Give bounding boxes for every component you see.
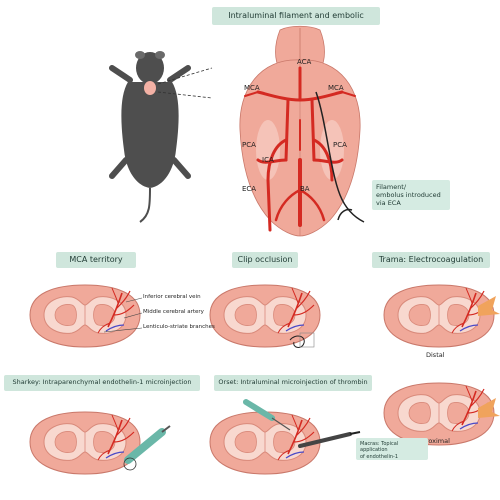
label-aca: ACA (297, 58, 312, 66)
label-mca-left: MCA (244, 84, 260, 92)
section-clip-occlusion (209, 284, 321, 348)
note-macras: Macras: Topical application of endotheli… (356, 438, 428, 460)
brain-ventral-view (239, 25, 365, 237)
section-mca-territory (29, 284, 141, 348)
pointer-artery (123, 312, 143, 319)
label-lenticulo-striate: Lenticulo-striate branches (143, 324, 215, 330)
section-orset (209, 399, 361, 475)
label-middle-cerebral-artery: Middle cerebral artery (143, 309, 204, 315)
title-orset: Orset: Intraluminal microinjection of th… (214, 375, 372, 391)
section-sharkey (29, 411, 171, 475)
title-intraluminal: Intraluminal filament and embolic (212, 7, 380, 25)
label-pca-left: PCA (242, 141, 256, 149)
title-electrocoagulation: Trama: Electrocoagulation (372, 252, 490, 268)
section-electrocoagulation-distal (383, 284, 500, 348)
label-inferior-cerebral-vein: Inferior cerebral vein (143, 294, 201, 300)
section-electrocoagulation-proximal (383, 382, 500, 446)
label-ba: BA (300, 185, 310, 193)
pointer-vein (125, 297, 143, 303)
pointer-branches (103, 327, 143, 333)
title-clip-occlusion: Clip occlusion (232, 252, 298, 268)
label-proximal: Proximal (422, 437, 450, 445)
label-distal: Distal (426, 351, 445, 359)
title-sharkey: Sharkey: Intraparenchymal endothelin-1 m… (4, 375, 200, 391)
label-eca: ECA (242, 185, 257, 193)
label-pca-right: PCA (333, 141, 347, 149)
note-filament: Filament/ embolus introduced via ECA (372, 180, 450, 210)
label-ica: ICA (262, 156, 274, 164)
mouse-illustration (109, 51, 213, 223)
title-mca-territory: MCA territory (56, 252, 136, 268)
label-mca-right: MCA (328, 84, 344, 92)
